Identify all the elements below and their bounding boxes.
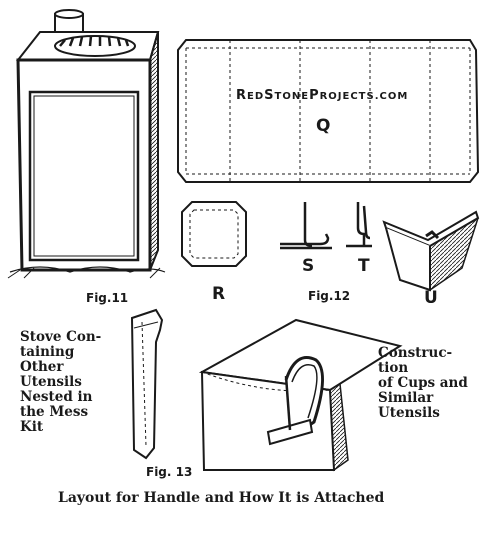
fig13-label: Fig. 13 bbox=[146, 465, 193, 479]
caption-line: Other bbox=[20, 359, 64, 375]
caption-line: Similar bbox=[378, 390, 434, 406]
watermark-part: P bbox=[309, 88, 320, 103]
fig12-label: Fig.12 bbox=[308, 289, 351, 303]
label-q: Q bbox=[316, 116, 331, 136]
caption-line: Kit bbox=[20, 419, 44, 435]
watermark-part: S bbox=[264, 88, 275, 103]
box-with-handle-drawing bbox=[198, 318, 403, 472]
caption-line: taining bbox=[20, 344, 75, 360]
label-r: R bbox=[212, 284, 226, 304]
label-s: S bbox=[302, 256, 315, 276]
fig11-label: Fig.11 bbox=[86, 291, 129, 305]
label-u: U bbox=[424, 288, 438, 308]
right-caption: Construc- tion of Cups and Similar Utens… bbox=[378, 346, 468, 421]
watermark-text: REDSTONEPROJECTS.COM bbox=[236, 84, 408, 103]
caption-line: the Mess bbox=[20, 404, 89, 420]
caption-line: Stove Con- bbox=[20, 329, 102, 345]
left-caption: Stove Con- taining Other Utensils Nested… bbox=[20, 330, 101, 435]
label-t: T bbox=[358, 256, 370, 276]
bottom-caption: Layout for Handle and How It is Attached bbox=[58, 490, 385, 506]
pattern-r-drawing bbox=[181, 201, 247, 267]
caption-line: Construc- bbox=[378, 345, 453, 361]
caption-line: Utensils bbox=[20, 374, 82, 390]
watermark-part: ROJECTS.COM bbox=[319, 91, 409, 102]
watermark-part: TONE bbox=[274, 91, 310, 102]
fig11-stove-drawing bbox=[7, 9, 166, 279]
watermark-part: R bbox=[236, 88, 248, 103]
corner-u-drawing bbox=[382, 210, 480, 292]
caption-line: Utensils bbox=[378, 405, 440, 421]
caption-line: tion bbox=[378, 360, 409, 376]
caption-line: Nested in bbox=[20, 389, 93, 405]
fig13-handle-drawing bbox=[130, 308, 164, 460]
caption-line: of Cups and bbox=[378, 375, 468, 391]
pattern-q-drawing bbox=[177, 39, 480, 183]
fold-s-drawing bbox=[280, 202, 332, 250]
watermark-part: ED bbox=[247, 91, 265, 102]
fold-t-drawing bbox=[346, 202, 372, 248]
